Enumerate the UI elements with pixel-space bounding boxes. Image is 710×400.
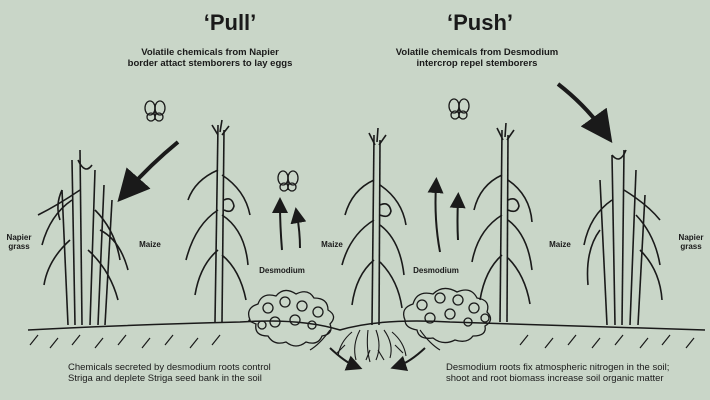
desmodium-left <box>249 290 334 346</box>
desmodium-right <box>404 288 491 342</box>
label-maize-left: Maize <box>130 240 170 249</box>
label-desmodium-right: Desmodium <box>406 266 466 275</box>
label-napier-right: Napier grass <box>674 233 708 251</box>
ground <box>28 321 705 348</box>
roots <box>310 330 440 362</box>
root-arrow-left <box>330 348 355 366</box>
roots-note-right: Desmodium roots fix atmospheric nitrogen… <box>446 362 682 385</box>
napier-grass-left <box>38 150 128 325</box>
moth-icon-center <box>278 171 298 191</box>
push-arrow <box>558 84 603 130</box>
label-maize-center: Maize <box>312 240 352 249</box>
pull-note: Volatile chemicals from Napier border at… <box>125 48 295 70</box>
volatile-arrows <box>280 185 458 252</box>
label-napier-left: Napier grass <box>2 233 36 251</box>
push-note: Volatile chemicals from Desmodium interc… <box>392 48 562 70</box>
pull-title: ‘Pull’ <box>170 10 290 35</box>
moth-icon-right <box>449 99 469 119</box>
roots-note-left: Chemicals secreted by desmodium roots co… <box>68 362 290 385</box>
maize-center <box>342 128 406 325</box>
root-arrow-right <box>398 348 425 366</box>
label-maize-right: Maize <box>540 240 580 249</box>
maize-right <box>472 123 532 322</box>
maize-left <box>186 120 250 322</box>
moth-icon-left <box>145 101 165 121</box>
push-title: ‘Push’ <box>420 10 540 35</box>
pull-arrow <box>128 142 178 190</box>
napier-grass-right <box>584 150 662 325</box>
label-desmodium-left: Desmodium <box>252 266 312 275</box>
